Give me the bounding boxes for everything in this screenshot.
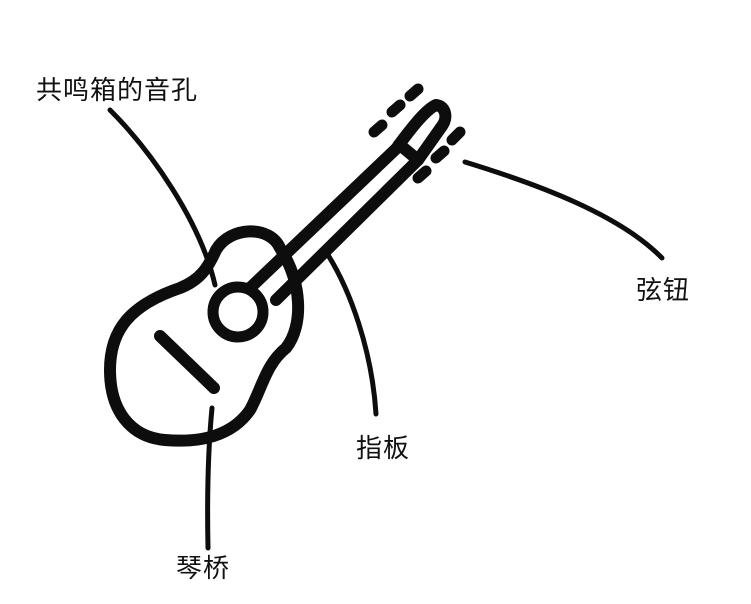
guitar-neck bbox=[244, 139, 424, 306]
leader-line-sound-hole bbox=[107, 107, 218, 288]
guitar-bridge bbox=[154, 330, 220, 394]
tuning-peg bbox=[446, 126, 466, 146]
tuning-peg bbox=[386, 99, 406, 118]
label-bridge: 琴桥 bbox=[176, 554, 231, 584]
leader-line-tuning-pegs bbox=[462, 159, 665, 261]
sound-hole bbox=[207, 281, 269, 343]
tuning-peg bbox=[430, 145, 450, 164]
tuning-pegs bbox=[368, 83, 466, 184]
tuning-peg bbox=[368, 119, 388, 138]
tuning-peg bbox=[404, 83, 424, 102]
label-sound-hole: 共鸣箱的音孔 bbox=[36, 76, 199, 106]
leader-line-bridge bbox=[205, 405, 215, 551]
tuning-peg bbox=[412, 165, 432, 184]
leader-line-fretboard bbox=[325, 252, 379, 417]
label-tuning-pegs: 弦钮 bbox=[636, 276, 691, 306]
guitar-headstock bbox=[392, 99, 452, 166]
label-fretboard: 指板 bbox=[356, 434, 411, 464]
